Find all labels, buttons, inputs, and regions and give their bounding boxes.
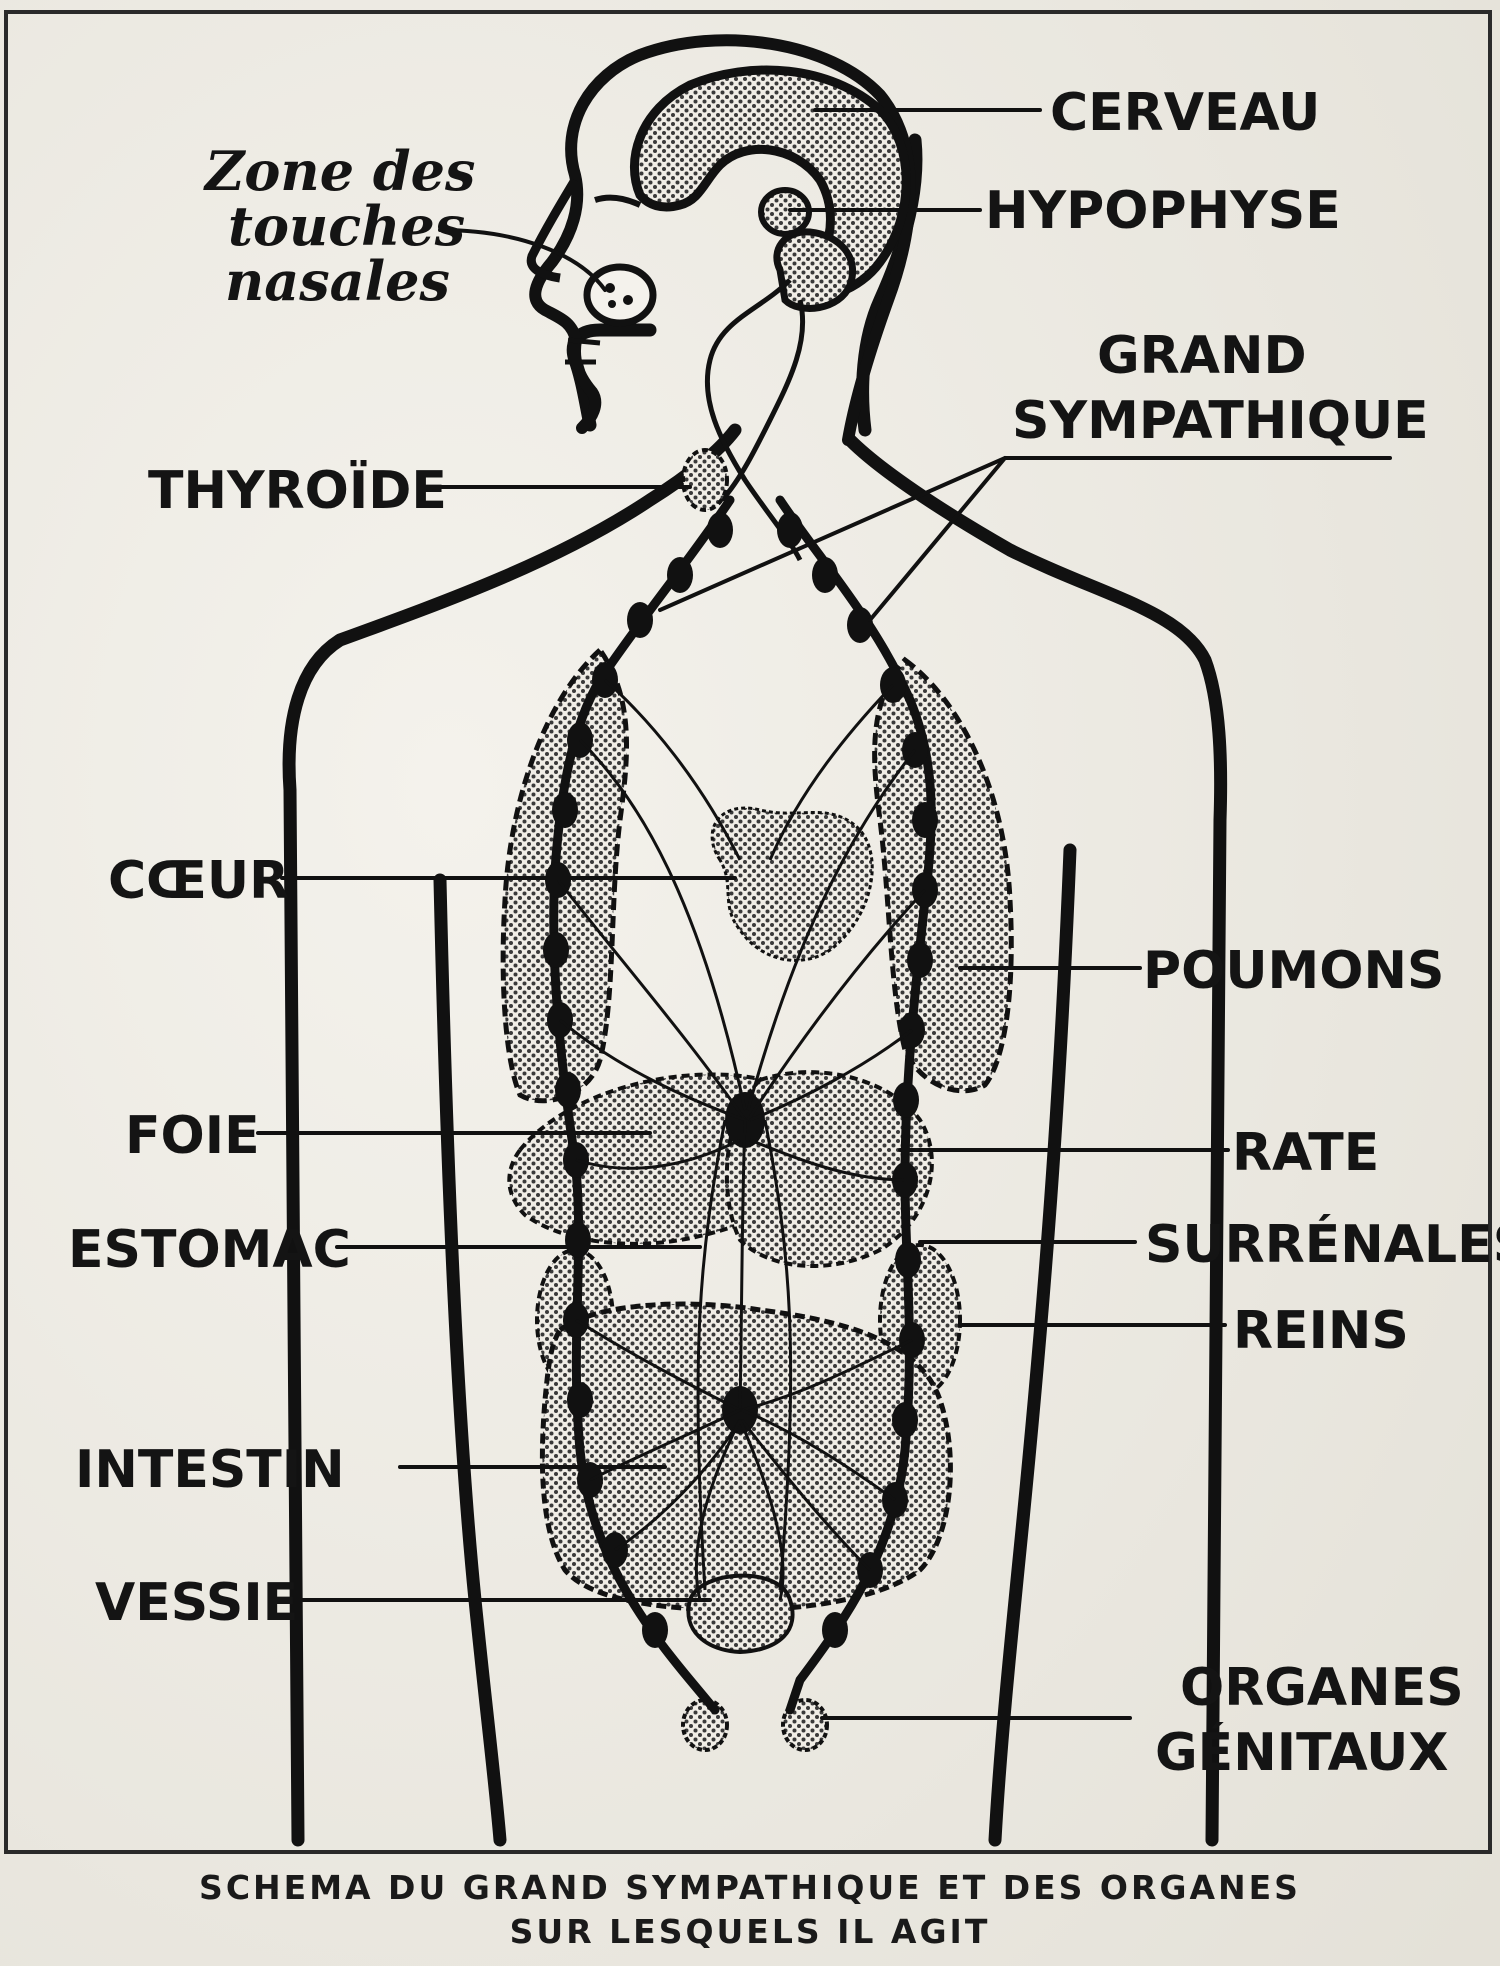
leader-lines [256,108,1392,1720]
figure-frame [4,10,1492,1854]
bladder [686,1573,795,1655]
nasal-zone [583,263,657,327]
label-zone-line1: Zone des [203,139,475,203]
label-reins: REINS [1233,1301,1409,1361]
label-zone-line2: touches [228,194,465,258]
thyroid-gland [681,448,729,512]
label-organes-line1: ORGANES [1180,1658,1464,1718]
label-rate: RATE [1232,1123,1379,1183]
genital-right [781,1698,829,1752]
intestine [539,1301,953,1613]
label-grand-line1: GRAND [1097,326,1307,386]
caption-line-2: SUR LESQUELS IL AGIT [509,1912,991,1951]
heart [710,806,874,962]
label-zone-line3: nasales [225,249,450,313]
label-estomac: ESTOMAC [68,1220,351,1280]
label-organes-line2: GÉNITAUX [1155,1722,1448,1783]
nerve-branches [556,678,927,1601]
nasal-dot-1 [605,283,615,293]
nasal-dot-2 [623,295,633,305]
cerebellum [773,228,857,312]
label-cerveau: CERVEAU [1050,83,1320,143]
cranial-nerve [704,278,806,562]
label-grand-line2: SYMPATHIQUE [1012,391,1429,451]
label-foie: FOIE [125,1106,260,1166]
label-poumons: POUMONS [1143,941,1444,1001]
caption-line-1: SCHEMA DU GRAND SYMPATHIQUE ET DES ORGAN… [199,1868,1301,1907]
label-hypophyse: HYPOPHYSE [985,181,1341,241]
genital-left [681,1698,729,1752]
eye [594,194,642,208]
nose-tip [526,177,579,283]
lung-right [872,656,1014,1094]
label-coeur: CŒUR [108,851,289,911]
lips [565,337,601,365]
label-vessie: VESSIE [95,1573,298,1633]
label-thyroide: THYROÏDE [148,460,447,521]
label-surrenales: SURRÉNALES [1145,1214,1500,1275]
label-intestin: INTESTIN [75,1440,345,1500]
nasal-dot-3 [608,300,616,308]
